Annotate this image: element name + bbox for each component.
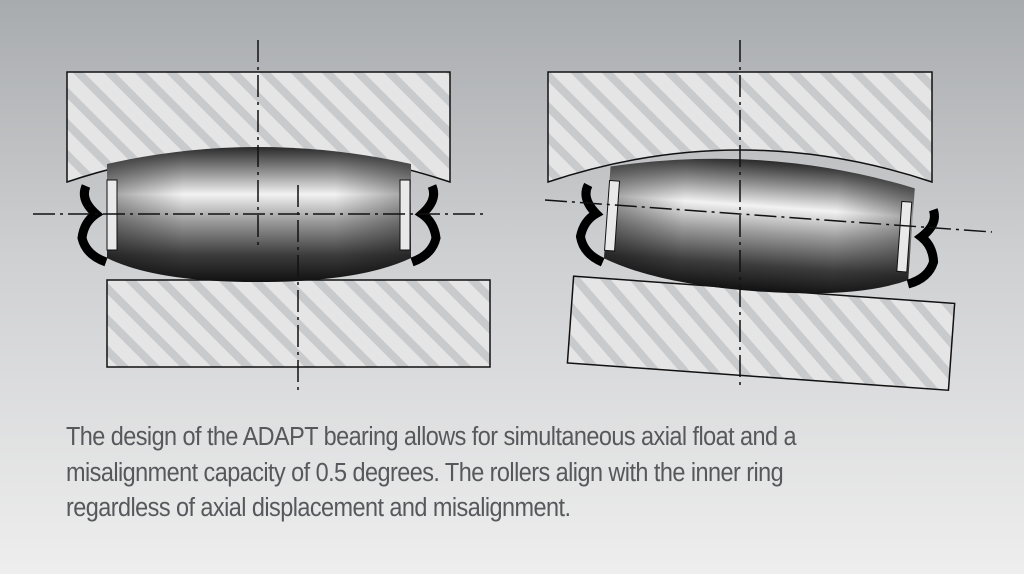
misaligned-bearing — [544, 40, 993, 392]
caption-line: regardless of axial displacement and mis… — [66, 494, 571, 522]
roller — [603, 158, 915, 294]
seal-right — [410, 184, 441, 267]
centerline-tilted — [544, 199, 993, 233]
caption-line: The design of the ADAPT bearing allows f… — [66, 423, 797, 451]
aligned-bearing — [33, 40, 491, 390]
caption-line: misalignment capacity of 0.5 degrees. Th… — [66, 458, 784, 487]
figure-caption: The design of the ADAPT bearing allows f… — [66, 420, 912, 527]
seal-left — [77, 184, 108, 267]
inner-ring — [106, 279, 491, 368]
inner-ring — [566, 275, 956, 392]
